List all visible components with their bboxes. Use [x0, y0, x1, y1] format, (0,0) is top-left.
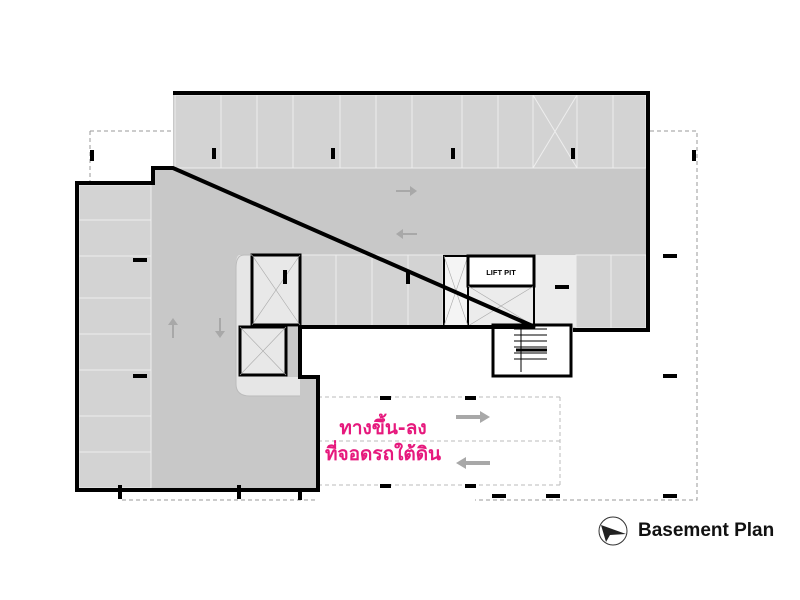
- arrow-left-icon: [396, 229, 417, 239]
- core-curve-wall: [235, 254, 300, 397]
- ramp-arrow-right-icon: [456, 411, 490, 423]
- parking-stalls-top: [174, 94, 647, 169]
- arrow-up-icon: [168, 318, 178, 338]
- arrow-right-icon: [396, 186, 417, 196]
- parking-stalls-left: [78, 184, 152, 489]
- ramp-label-line1: ทางขึ้น-ลง: [339, 417, 427, 439]
- columns: [90, 148, 696, 500]
- arrow-down-icon: [215, 318, 225, 338]
- plan-legend: Basement Plan: [596, 514, 774, 548]
- traffic-arrows: [168, 186, 490, 469]
- ramp-label-line2: ที่จอดรถใต้ดิน: [324, 443, 442, 465]
- ramp-area: [318, 396, 561, 486]
- ramp-arrow-left-icon: [456, 457, 490, 469]
- lift-pit: [466, 254, 536, 288]
- north-arrow-icon: [598, 516, 628, 546]
- stair-core: [491, 323, 573, 378]
- parking-stalls-middle: [299, 254, 647, 329]
- exterior-walls: [75, 91, 650, 492]
- lift-pit-label: LIFT PIT: [486, 268, 516, 277]
- plan-title: Basement Plan: [638, 520, 775, 541]
- lift-shaft-left: [238, 253, 302, 377]
